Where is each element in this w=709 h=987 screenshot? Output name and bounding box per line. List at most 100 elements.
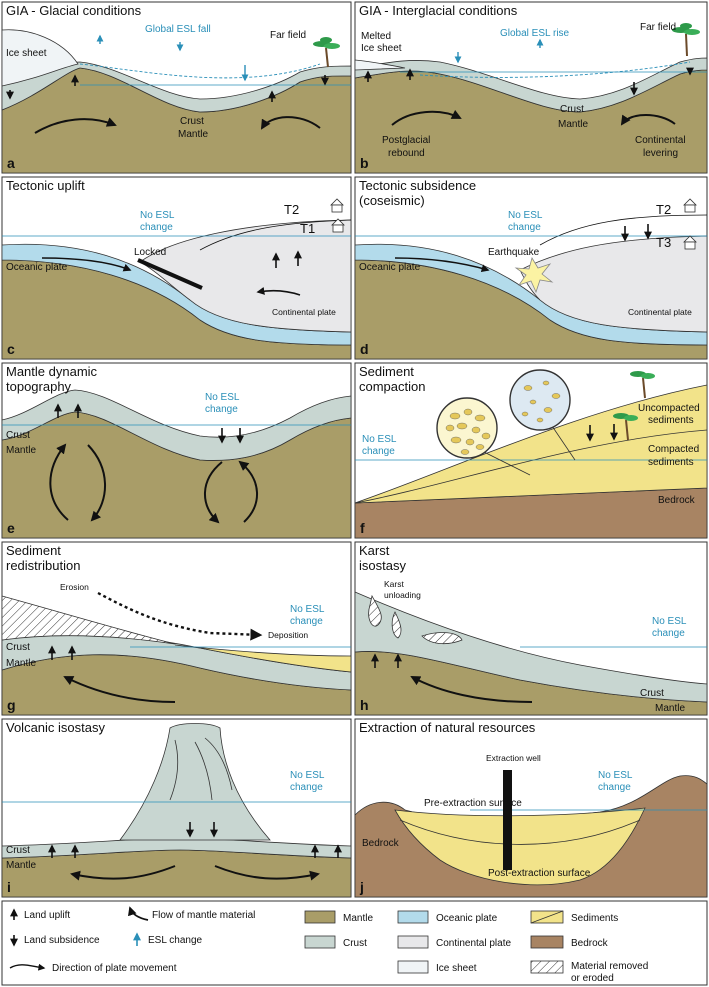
panel-h-title-line2: isostasy <box>359 558 406 573</box>
panel-a-far-field: Far field <box>270 30 306 41</box>
panel-j-well: Extraction well <box>486 753 541 763</box>
panel-f-compacted-2: sediments <box>648 457 694 468</box>
panel-c-no-esl-2: change <box>140 222 173 233</box>
extraction-well <box>503 770 512 870</box>
panel-h-no-esl-1: No ESL <box>652 616 687 627</box>
legend-crust-label: Crust <box>343 938 367 949</box>
legend-mantle-label: Mantle <box>343 913 373 924</box>
panel-i-mantle: Mantle <box>6 860 36 871</box>
mantle-swatch <box>304 910 336 924</box>
panel-j-pre-extraction: Pre-extraction surface <box>424 798 522 809</box>
panel-j-title: Extraction of natural resources <box>359 720 536 735</box>
panel-h-karst-1: Karst <box>384 579 404 589</box>
panel-b-ice-line1: Melted <box>361 31 391 42</box>
legend-ice: Ice sheet <box>397 960 477 974</box>
legend-oceanic: Oceanic plate <box>397 910 498 924</box>
panel-i-title: Volcanic isostasy <box>6 720 105 735</box>
panel-h-karst-2: unloading <box>384 590 421 600</box>
panel-d-title-line2: (coseismic) <box>359 193 425 208</box>
legend-bedrock-label: Bedrock <box>571 938 609 949</box>
legend-uplift-label: Land uplift <box>24 910 70 921</box>
panel-g-mantle: Mantle <box>6 658 36 669</box>
panel-c-continental: Continental plate <box>272 307 336 317</box>
panel-g-letter: g <box>7 697 16 713</box>
panel-a-crust: Crust <box>180 116 204 127</box>
crust-swatch <box>304 935 336 949</box>
panel-g: Sediment redistribution Erosion Depositi… <box>1 541 352 716</box>
panel-j-post-extraction: Post-extraction surface <box>488 868 591 879</box>
panel-c-oceanic: Oceanic plate <box>6 262 68 273</box>
legend-bedrock: Bedrock <box>530 935 609 949</box>
panel-h-no-esl-2: change <box>652 628 685 639</box>
panel-a-esl-label: Global ESL fall <box>145 24 211 35</box>
panel-f-title-line1: Sediment <box>359 364 414 379</box>
panel-e-title-line2: topography <box>6 379 72 394</box>
panel-j-letter: j <box>359 879 364 895</box>
oceanic-swatch <box>397 910 429 924</box>
panel-g-erosion: Erosion <box>60 582 89 592</box>
panel-c-letter: c <box>7 341 15 357</box>
legend: Land uplift Land subsidence Direction of… <box>1 900 708 986</box>
legend-continental-label: Continental plate <box>436 938 511 949</box>
panel-c-title: Tectonic uplift <box>6 178 85 193</box>
legend-removed: Material removed or eroded <box>530 960 648 984</box>
panel-i-crust: Crust <box>6 845 30 856</box>
panel-j: Extraction of natural resources Extracti… <box>354 718 708 898</box>
legend-flow: Flow of mantle material <box>128 906 255 921</box>
sediments-swatch <box>530 910 564 924</box>
panel-f-bedrock: Bedrock <box>658 495 696 506</box>
panel-d-no-esl-2: change <box>508 222 541 233</box>
panel-i-no-esl-1: No ESL <box>290 770 325 781</box>
legend-esl: ESL change <box>133 932 203 946</box>
panel-a-title: GIA - Glacial conditions <box>6 3 142 18</box>
panel-b-postglacial-2: rebound <box>388 148 425 159</box>
panel-a-mantle: Mantle <box>178 129 208 140</box>
panel-h-crust: Crust <box>640 688 664 699</box>
panel-d-no-esl-1: No ESL <box>508 210 543 221</box>
panel-f-no-esl-1: No ESL <box>362 434 397 445</box>
panel-c-locked: Locked <box>134 247 166 258</box>
panel-d-t2: T2 <box>656 202 671 217</box>
house-icon <box>683 235 697 250</box>
legend-removed-label-1: Material removed <box>571 961 648 972</box>
panel-g-no-esl-1: No ESL <box>290 604 325 615</box>
panel-g-deposition: Deposition <box>268 630 308 640</box>
panel-b-esl-label: Global ESL rise <box>500 28 570 39</box>
panel-b-postglacial-1: Postglacial <box>382 135 430 146</box>
panel-b-crust: Crust <box>560 104 584 115</box>
palm-tree-icon <box>313 37 340 68</box>
panel-a-letter: a <box>7 155 15 171</box>
panel-a: GIA - Glacial conditions Ice sheet Globa… <box>1 1 352 174</box>
legend-plate: Direction of plate movement <box>9 963 177 974</box>
panel-h-mantle: Mantle <box>655 703 685 714</box>
panel-b: GIA - Interglacial conditions Melted Ice… <box>354 1 708 174</box>
panel-j-no-esl-2: change <box>598 782 631 793</box>
panel-b-title: GIA - Interglacial conditions <box>359 3 518 18</box>
panel-e: Mantle dynamic topography No ESL change … <box>1 362 352 539</box>
panel-c-no-esl-1: No ESL <box>140 210 175 221</box>
palm-tree-icon <box>672 23 700 57</box>
panel-f-letter: f <box>360 520 365 536</box>
palm-tree-icon <box>613 413 638 441</box>
legend-mantle: Mantle <box>304 910 373 924</box>
panel-e-no-esl-2: change <box>205 404 238 415</box>
panel-c-t2: T2 <box>284 202 299 217</box>
panel-d-t3: T3 <box>656 235 671 250</box>
legend-crust: Crust <box>304 935 367 949</box>
panel-e-no-esl-1: No ESL <box>205 392 240 403</box>
house-icon <box>683 198 697 213</box>
panel-c-t1: T1 <box>300 221 315 236</box>
panel-b-mantle: Mantle <box>558 119 588 130</box>
panel-d-earthquake: Earthquake <box>488 247 540 258</box>
panel-g-title-line2: redistribution <box>6 558 80 573</box>
bedrock-swatch <box>530 935 564 949</box>
plate-movement-arrow-icon <box>9 963 46 971</box>
panel-h-letter: h <box>360 697 369 713</box>
panel-b-continental-1: Continental <box>635 135 686 146</box>
legend-sediments-label: Sediments <box>571 913 618 924</box>
panel-d-continental: Continental plate <box>628 307 692 317</box>
panel-e-mantle: Mantle <box>6 445 36 456</box>
legend-sediments: Sediments <box>530 910 618 924</box>
panel-b-continental-2: levering <box>643 148 678 159</box>
